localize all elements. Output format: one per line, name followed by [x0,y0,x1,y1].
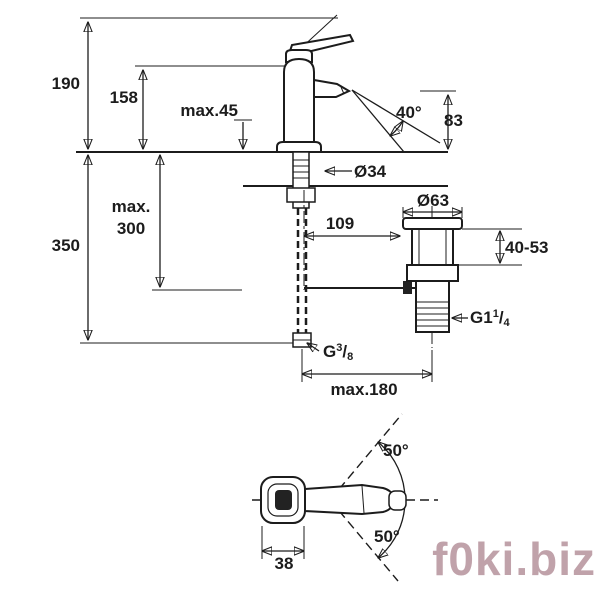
g38-leader [307,343,320,351]
dim-83-label: 83 [444,111,463,130]
watermark: f0ki.biz [432,533,596,585]
handle-lever-arm [304,483,394,516]
base-escutcheon [276,141,322,153]
g38-sub: 8 [347,351,354,363]
drain-tailpipe [415,280,450,333]
handle-arm-seam [361,485,365,514]
reference-lines [76,17,456,344]
drain-flange [402,217,463,230]
angle-40-label: 40° [396,103,422,122]
handle-logo-mark [275,490,292,510]
dim-max45-label: max.45 [180,101,238,120]
thread-g38-label: G3/8 [323,342,353,364]
dim-max180-label: max.180 [330,380,398,399]
angle-50-bottom-label: 50° [374,527,400,546]
spray-spout [313,78,352,98]
g38-sup: 3 [336,342,343,354]
dim-158-label: 158 [109,88,138,107]
dim-max300-label-line2: 300 [116,219,146,238]
drain-assembly [304,206,463,348]
g114-sup: 1 [492,308,499,320]
g114-base: G1 [470,308,493,327]
dim-38-label: 38 [274,554,294,573]
dimension-lines [88,22,522,382]
spout-outlet-line [340,86,345,95]
dim-109-label: 109 [325,214,355,233]
spray-angle-line-upper [351,89,441,144]
handle-tip [388,490,407,511]
mounting-nut [286,187,316,203]
drain-body [411,228,454,266]
dim-40-53-label: 40-53 [505,238,549,257]
dia-34-label: Ø34 [354,162,387,181]
faucet-side-view [276,14,355,348]
spray-angle-line-lower [351,89,405,153]
dim-max300-label-line1: max. [111,197,151,216]
dia-63-label: Ø63 [416,191,450,210]
g114-slash: / [498,308,504,327]
faucet-body [283,57,315,152]
angle-50-top-label: 50° [383,441,409,460]
handle-top-view [252,413,438,582]
thread-g114-label: G11/4 [470,308,510,330]
g38-base: G [323,342,337,361]
g38-slash: / [342,342,348,361]
g114-sub: 4 [503,317,510,329]
dim-350-label: 350 [51,236,80,255]
rod-joint-knob [403,281,412,294]
angle-40-arc [390,121,403,136]
drain-locknut [406,264,459,282]
dim-190-label: 190 [51,74,80,93]
